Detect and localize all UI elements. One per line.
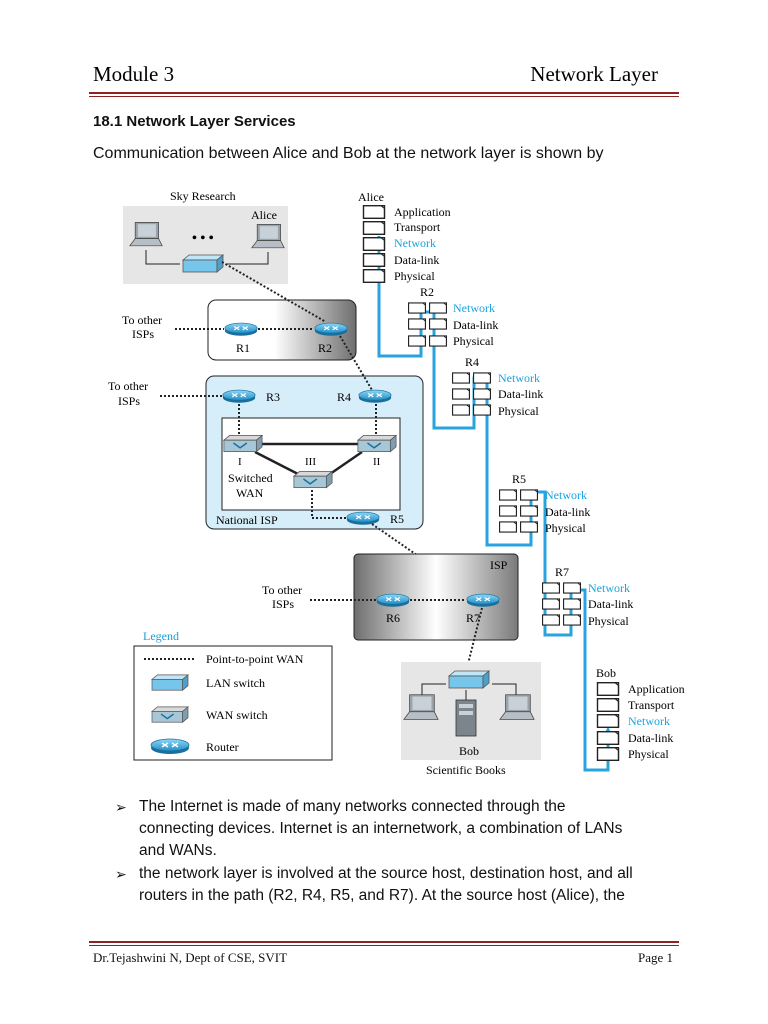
r4-label: R4 bbox=[337, 390, 351, 404]
bullet-line: and WANs. bbox=[139, 842, 217, 859]
section-title: 18.1 Network Layer Services bbox=[93, 113, 296, 130]
router-icon-r7 bbox=[466, 593, 500, 608]
r5-label: R5 bbox=[390, 512, 404, 526]
r4-stack-label: R4 bbox=[465, 355, 479, 369]
alice-datalink: Data-link bbox=[394, 253, 439, 267]
switched-label: Switched bbox=[228, 471, 273, 485]
bob-network: Network bbox=[628, 714, 670, 728]
isps-1: ISPs bbox=[132, 327, 154, 341]
bob-transport: Transport bbox=[628, 698, 675, 712]
legend-lan: LAN switch bbox=[206, 676, 265, 690]
bob-physical: Physical bbox=[628, 747, 669, 761]
r1-label: R1 bbox=[236, 341, 250, 355]
alice-application: Application bbox=[394, 205, 451, 219]
stack-alice-label: Alice bbox=[358, 190, 384, 204]
r5-datalink: Data-link bbox=[545, 505, 590, 519]
bullet-item: ➢ the network layer is involved at the s… bbox=[115, 863, 675, 907]
bullet-line: The Internet is made of many networks co… bbox=[139, 798, 566, 815]
switch-i-label: I bbox=[238, 456, 242, 468]
bullet-item: ➢ The Internet is made of many networks … bbox=[115, 796, 675, 862]
r7-stack-label: R7 bbox=[555, 565, 569, 579]
to-other-isps-3: To other bbox=[262, 583, 302, 597]
wan-switch-icon-iii bbox=[293, 470, 333, 489]
header-module: Module 3 bbox=[93, 62, 175, 86]
r4-physical: Physical bbox=[498, 404, 539, 418]
stack-bob-label: Bob bbox=[596, 666, 616, 680]
r5-stack-label: R5 bbox=[512, 472, 526, 486]
r2-physical: Physical bbox=[453, 334, 494, 348]
legend-wan: WAN switch bbox=[206, 708, 268, 722]
r7-network: Network bbox=[588, 581, 630, 595]
footer-author: Dr.Tejashwini N, Dept of CSE, SVIT bbox=[93, 950, 288, 965]
bullet-arrow-icon: ➢ bbox=[115, 799, 127, 815]
r3-label: R3 bbox=[266, 390, 280, 404]
header-topic: Network Layer bbox=[530, 62, 658, 86]
bob-datalink: Data-link bbox=[628, 731, 673, 745]
alice-host-label: Alice bbox=[251, 208, 277, 222]
wan-switch-icon-ii bbox=[357, 434, 397, 453]
bullet-line: connecting devices. Internet is an inter… bbox=[139, 820, 623, 837]
alice-physical: Physical bbox=[394, 269, 435, 283]
header-rule-thin bbox=[89, 96, 679, 97]
isp-box bbox=[353, 553, 519, 641]
footer-rule bbox=[89, 941, 679, 943]
r5-network: Network bbox=[545, 488, 587, 502]
r2-label: R2 bbox=[318, 341, 332, 355]
router-icon bbox=[150, 738, 190, 754]
bullet-line: routers in the path (R2, R4, R5, and R7)… bbox=[139, 887, 625, 904]
bullet-list: ➢ The Internet is made of many networks … bbox=[115, 796, 675, 908]
wan-switch-icon bbox=[151, 706, 189, 724]
wan-label: WAN bbox=[236, 486, 264, 500]
isps-3: ISPs bbox=[272, 597, 294, 611]
header-rule bbox=[89, 92, 679, 94]
r4-network: Network bbox=[498, 371, 540, 385]
r2-network: Network bbox=[453, 301, 495, 315]
bullet-line: the network layer is involved at the sou… bbox=[139, 865, 633, 882]
router-icon-r5 bbox=[346, 511, 380, 526]
national-isp-label: National ISP bbox=[216, 513, 278, 527]
sky-research-label: Sky Research bbox=[170, 189, 236, 203]
switch-iii-label: III bbox=[305, 456, 316, 468]
to-other-isps-1: To other bbox=[122, 313, 162, 327]
alice-network: Network bbox=[394, 236, 436, 250]
router-icon-r1 bbox=[224, 322, 258, 337]
legend-title: Legend bbox=[143, 629, 179, 643]
r4-datalink: Data-link bbox=[498, 387, 543, 401]
lan-switch-icon bbox=[182, 254, 224, 273]
intro-text: Communication between Alice and Bob at t… bbox=[93, 145, 604, 162]
footer-page: Page 1 bbox=[637, 950, 673, 965]
lan-switch-icon bbox=[448, 670, 490, 689]
to-other-isps-2: To other bbox=[108, 379, 148, 393]
bullet-arrow-icon: ➢ bbox=[115, 866, 127, 882]
r2-stack-label: R2 bbox=[420, 285, 434, 299]
router-icon-r4 bbox=[358, 389, 392, 404]
lan-switch-icon bbox=[151, 674, 189, 691]
wan-switch-icon-i bbox=[223, 434, 263, 453]
router-icon-r2 bbox=[314, 322, 348, 337]
legend-p2p: Point-to-point WAN bbox=[206, 652, 304, 666]
isps-2: ISPs bbox=[118, 394, 140, 408]
switch-ii-label: II bbox=[373, 456, 381, 468]
server-icon bbox=[455, 699, 477, 737]
legend-router: Router bbox=[206, 740, 239, 754]
r7-label: R7 bbox=[466, 611, 480, 625]
ellipsis: • • • bbox=[192, 231, 214, 246]
r5-physical: Physical bbox=[545, 521, 586, 535]
r7-datalink: Data-link bbox=[588, 597, 633, 611]
router-icon-r3 bbox=[222, 389, 256, 404]
router-icon-r6 bbox=[376, 593, 410, 608]
r6-label: R6 bbox=[386, 611, 400, 625]
scientific-books-label: Scientific Books bbox=[426, 763, 506, 777]
bob-host-label: Bob bbox=[459, 744, 479, 758]
footer-rule-thin bbox=[89, 945, 679, 946]
bob-application: Application bbox=[628, 682, 685, 696]
isp-label: ISP bbox=[490, 558, 508, 572]
r2-datalink: Data-link bbox=[453, 318, 498, 332]
alice-transport: Transport bbox=[394, 220, 441, 234]
r7-physical: Physical bbox=[588, 614, 629, 628]
